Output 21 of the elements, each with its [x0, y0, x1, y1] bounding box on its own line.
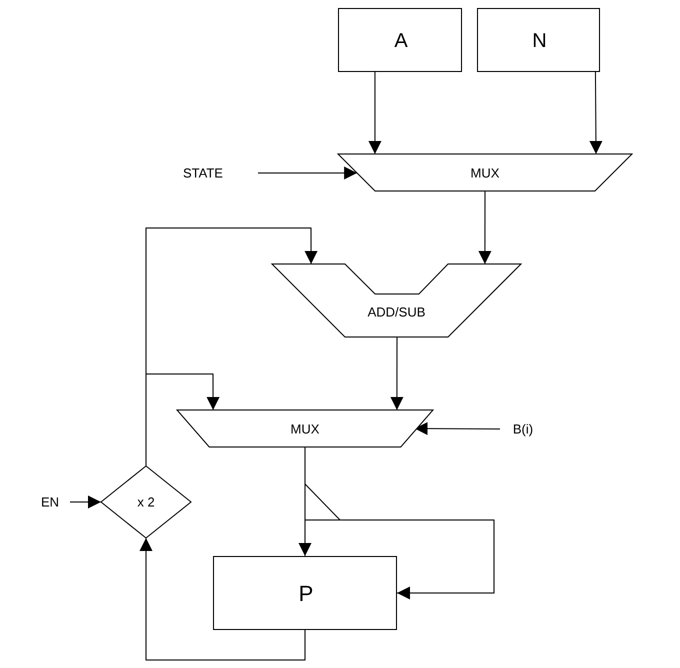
block-label: A — [394, 31, 408, 51]
block-label: MUX — [470, 166, 500, 179]
arrow — [368, 72, 382, 154]
signal-label: B(i) — [512, 422, 534, 436]
arrow — [140, 538, 306, 660]
input-register-box — [477, 8, 600, 72]
block-label: x 2 — [137, 496, 155, 508]
signal-label: EN — [40, 496, 60, 508]
arrow — [146, 374, 220, 466]
input-register-box — [338, 8, 462, 72]
block-label: P — [298, 583, 314, 605]
arrow — [589, 72, 602, 154]
arrow — [478, 190, 492, 264]
signal-label: STATE — [183, 166, 223, 180]
arrow — [258, 166, 358, 180]
block-label: ADD/SUB — [368, 306, 426, 319]
arrow — [390, 336, 404, 410]
arrow — [70, 496, 102, 508]
block-label: MUX — [290, 422, 320, 435]
block-label: N — [532, 31, 547, 51]
register-box — [213, 556, 397, 630]
